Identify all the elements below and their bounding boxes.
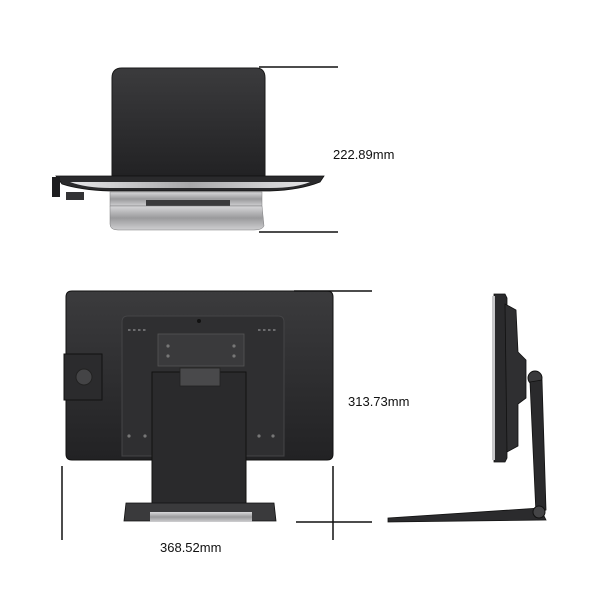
side-view-screen-glass [492,296,495,460]
screw [127,434,131,438]
width-dimension-label: 368.52mm [160,540,222,555]
side-view-rear-housing [504,303,527,453]
back-view-vesa-plate [157,333,245,367]
side-view-stand-arm [529,379,547,515]
back-view-vents-right [258,329,276,331]
side-view-base [387,507,547,523]
back-view-vents-left [128,329,146,331]
screw [257,434,261,438]
back-view-base-trim [150,512,252,522]
back-view-top-port [197,319,201,323]
top-view-side-bracket-tab [66,192,84,200]
screw [143,434,147,438]
top-view-screen-edge [70,182,310,188]
top-view-stand-panel [111,67,266,177]
back-view-stand-column [151,371,247,513]
screw [232,344,236,348]
top-view [52,66,338,233]
top-view-base [109,205,265,231]
back-view-hinge [179,367,221,387]
back-view-side-module-knob [75,368,93,386]
side-view-screen [493,293,508,463]
height-dimension-label: 313.73mm [348,394,410,409]
screw [232,354,236,358]
back-view [61,290,372,540]
side-view [387,293,547,523]
top-view-side-bracket [52,177,60,197]
depth-dimension-label: 222.89mm [333,147,395,162]
screw [166,344,170,348]
screw [271,434,275,438]
side-view-base-joint [532,505,546,519]
screw [166,354,170,358]
